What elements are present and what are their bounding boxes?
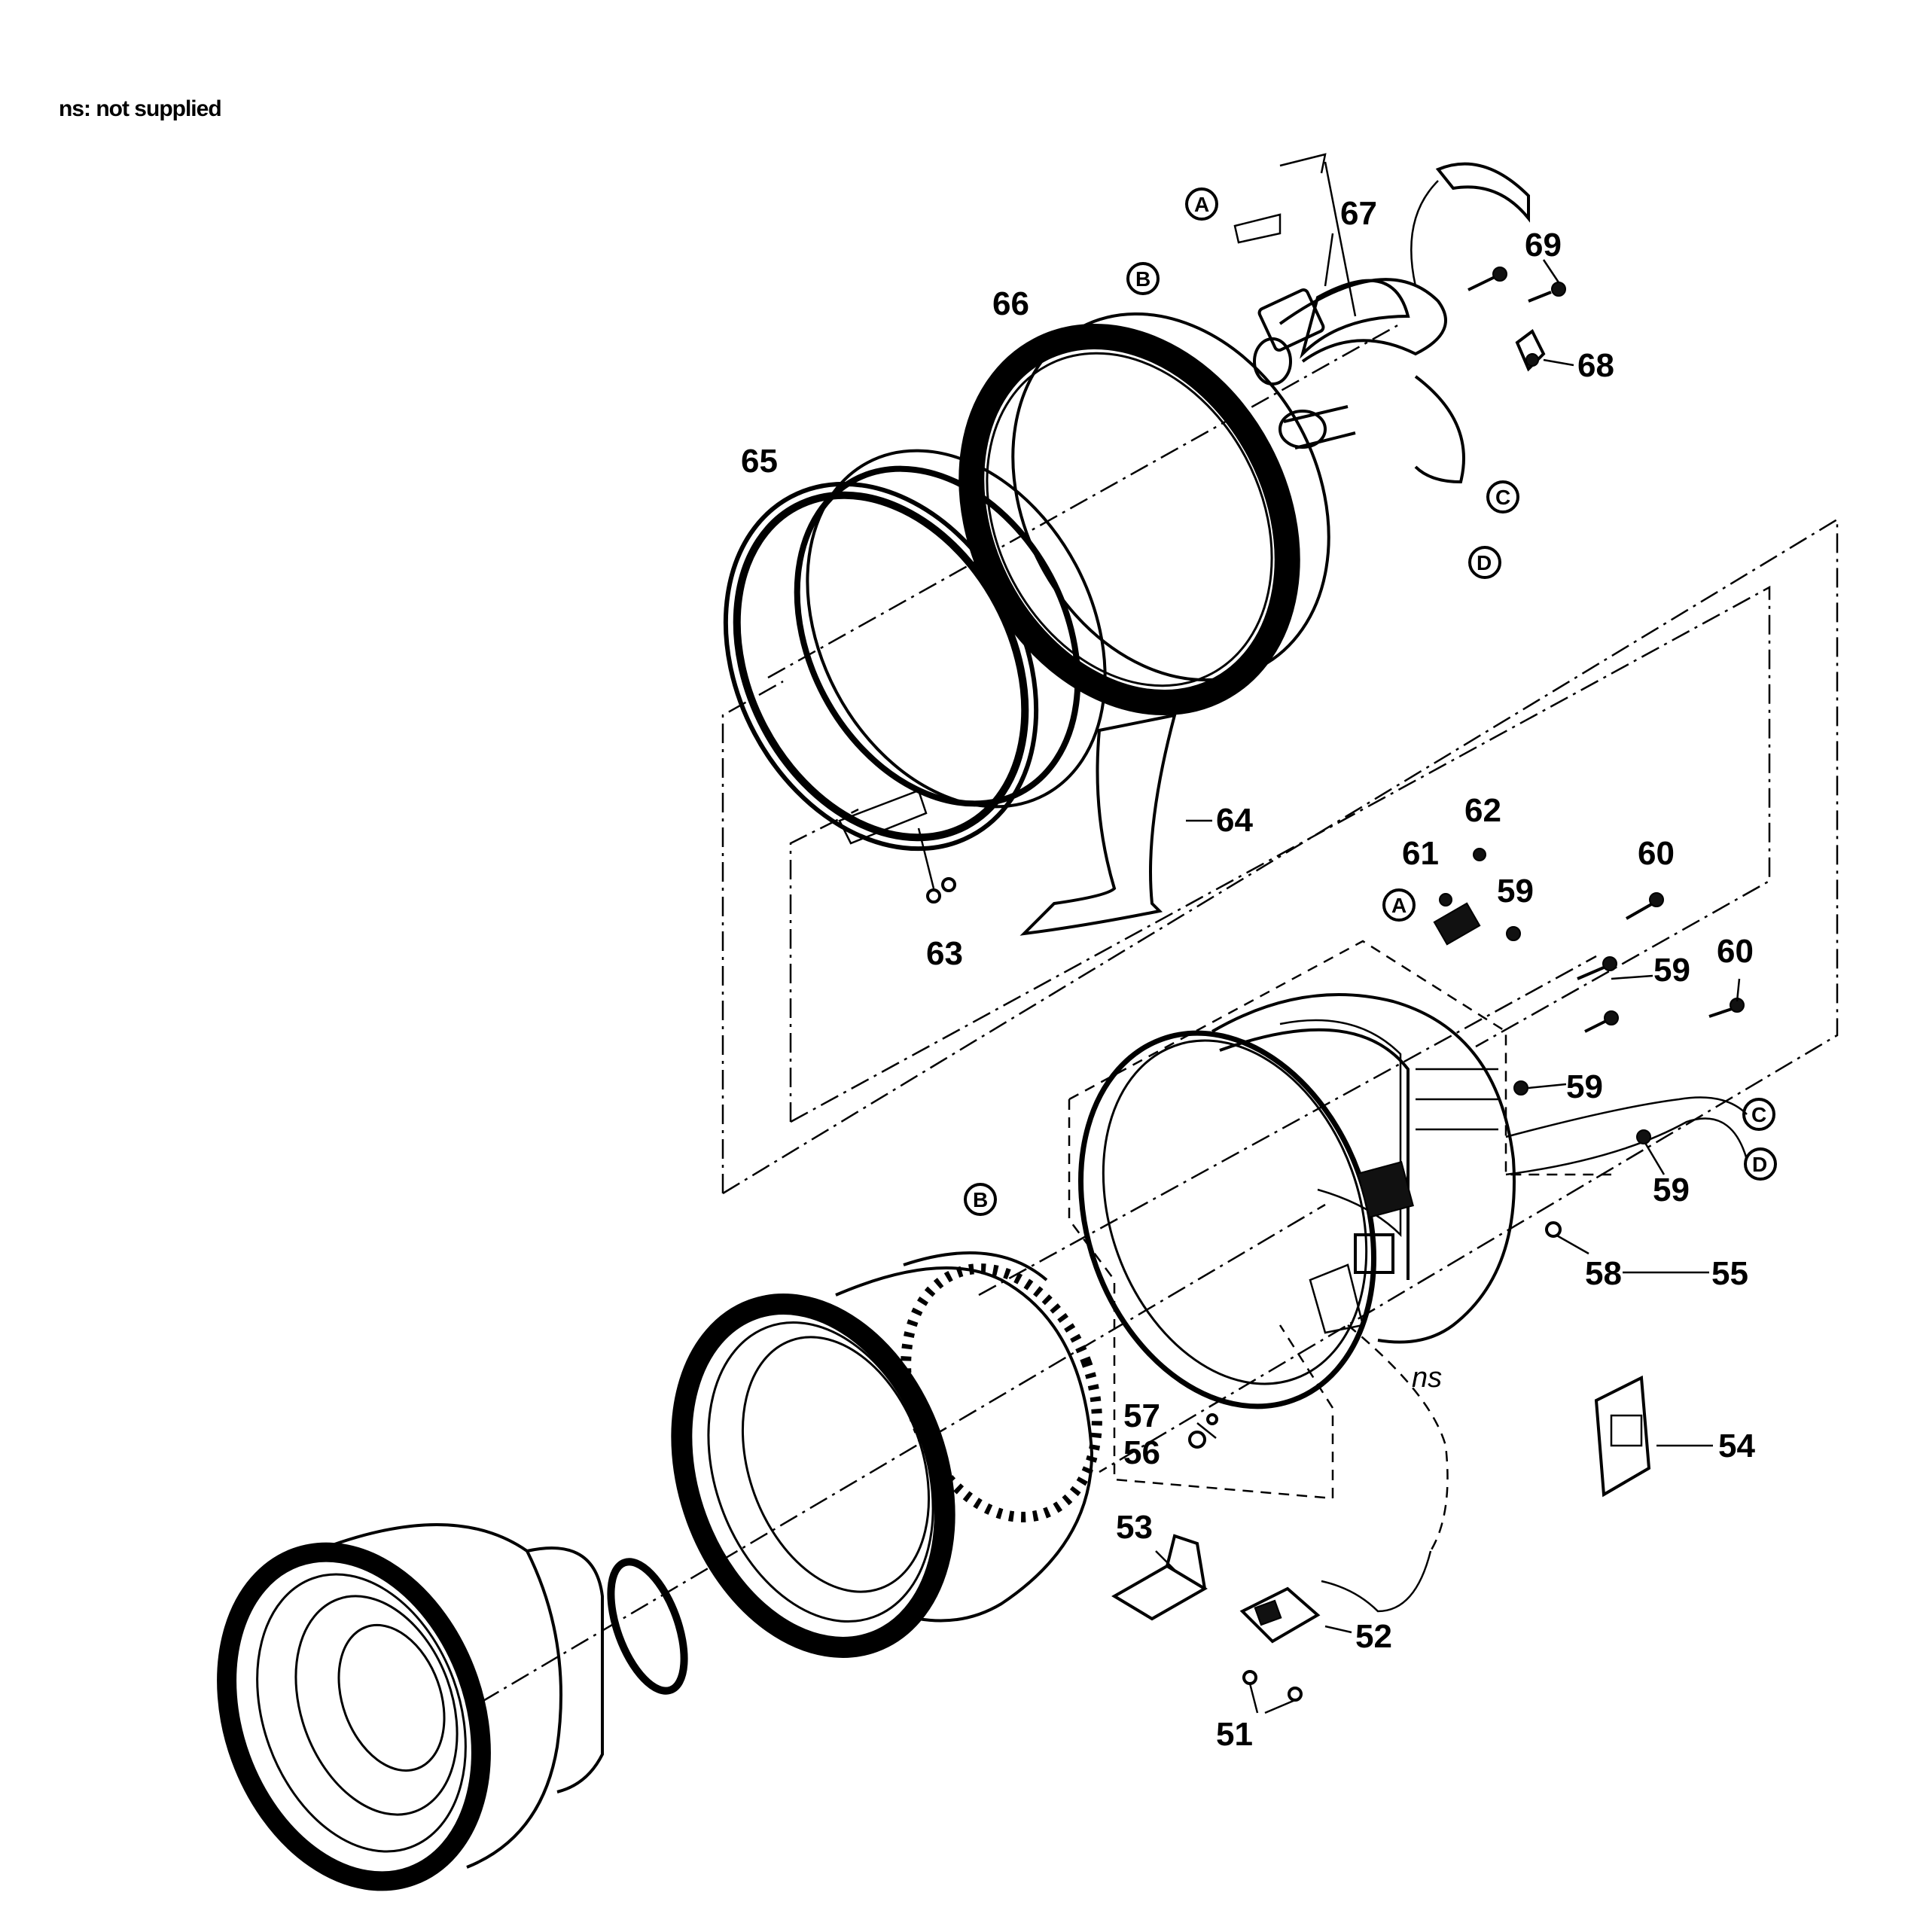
label-ns: ns [1412,1362,1442,1394]
label-63: 63 [926,935,963,972]
label-53: 53 [1116,1509,1153,1546]
parts-59-60-screws [1506,892,1745,1238]
wires [1321,1096,1748,1613]
part-55-barrel [1078,993,1516,1409]
label-59-c: 59 [1566,1068,1603,1105]
connector-b-mid: B [973,1188,988,1211]
part-zoom-barrel [671,1251,1102,1658]
label-64: 64 [1216,802,1253,839]
label-56: 56 [1123,1434,1160,1471]
label-59-a: 59 [1497,873,1534,910]
label-60-b: 60 [1717,933,1754,970]
connector-a-mid: A [1391,894,1407,917]
label-57: 57 [1123,1397,1160,1434]
label-55: 55 [1711,1255,1748,1292]
enclosure-left [721,680,784,1193]
label-61: 61 [1402,835,1439,872]
label-69: 69 [1525,227,1562,264]
label-60-a: 60 [1638,835,1675,872]
part-54-panel [1594,1375,1651,1498]
part-53-bracket [1111,1534,1208,1621]
label-66: 66 [992,285,1029,322]
label-65: 65 [741,443,778,480]
optical-axis-mid [978,955,1597,1297]
enclosure-inner-left [789,808,859,1122]
part-front-lens [217,1523,688,1891]
connector-b-top: B [1135,267,1151,291]
part-52-sensor [1239,1586,1321,1644]
label-68: 68 [1577,347,1614,384]
label-51: 51 [1216,1716,1253,1753]
leader-lines [1155,233,1741,1634]
connector-c-mid: C [1751,1103,1766,1126]
parts-61-62 [1433,848,1486,946]
label-59-d: 59 [1653,1172,1690,1208]
part-69-screws [1467,267,1566,303]
assembly-55-box-side [1279,1324,1334,1498]
assembly-55-box-lower [1068,1099,1333,1500]
label-59-b: 59 [1653,952,1690,989]
optical-axis-front [481,1203,1326,1703]
connector-d-top: D [1477,551,1492,574]
part-63-screws [917,827,956,904]
enclosure-inner [790,585,1771,1123]
label-52: 52 [1355,1618,1392,1655]
label-58: 58 [1585,1255,1622,1292]
connector-c-top: C [1495,486,1510,509]
part-68-clip [1515,328,1546,372]
legend-note: ns: not supplied [59,96,222,121]
connector-d-mid: D [1752,1153,1767,1176]
assembly-55-box [1068,940,1611,1176]
parts-56-57 [1188,1413,1218,1449]
label-62: 62 [1464,792,1501,829]
enclosure-outer [722,517,1839,1473]
label-67: 67 [1340,195,1377,232]
part-51-screws [1242,1670,1303,1714]
part-67-bracket [1233,153,1530,484]
connector-a-top: A [1194,193,1209,216]
connector-markers [964,187,1777,1216]
optical-axis-rear [767,322,1401,679]
part-65-ring [723,449,1107,852]
part-64-flex-tape [1019,713,1212,936]
label-54: 54 [1718,1428,1755,1464]
